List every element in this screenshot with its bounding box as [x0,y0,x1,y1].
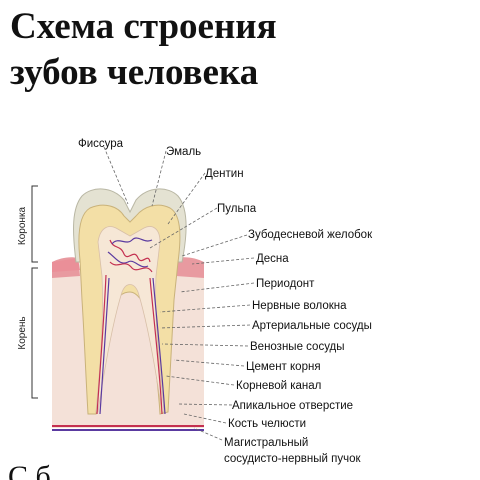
title-line-1: Схема строения [10,6,277,47]
gum [52,257,204,278]
label-main-bundle-line2: сосудисто-нервный пучок [224,453,361,465]
label-gingival-groove: Зубодесневой желобок [248,229,373,241]
label-periodontium: Периодонт [256,278,315,290]
label-pulp: Пульпа [217,203,257,215]
label-main-bundle-line1: Магистральный [224,437,308,449]
label-fissure: Фиссура [78,138,124,150]
side-label-root: Корень [17,316,28,349]
side-label-crown: Коронка [17,206,28,245]
label-nerve-fibers: Нервные волокна [252,300,347,312]
label-gum: Десна [256,253,289,265]
label-arterial-vessels: Артериальные сосуды [252,320,372,332]
label-root-cement: Цемент корня [246,361,321,373]
label-enamel: Эмаль [166,146,201,158]
label-apical-foramen: Апикальное отверстие [232,400,353,412]
label-dentin: Дентин [205,168,244,180]
pulp-vessels [96,237,166,415]
title-line-2: зубов человека [10,52,259,93]
label-jaw-bone: Кость челюсти [228,418,306,430]
label-root-canal: Корневой канал [236,380,321,392]
gum-upper-band [52,258,80,272]
page-title: Схема строения зубов человека [10,4,470,96]
bottom-cut-text: С б [8,462,51,480]
label-venous-vessels: Венозные сосуды [250,341,345,353]
crown-bracket [31,185,38,263]
root-bracket [31,267,38,399]
main-neurovascular-bundle [52,425,204,431]
leader-lines [103,146,255,441]
